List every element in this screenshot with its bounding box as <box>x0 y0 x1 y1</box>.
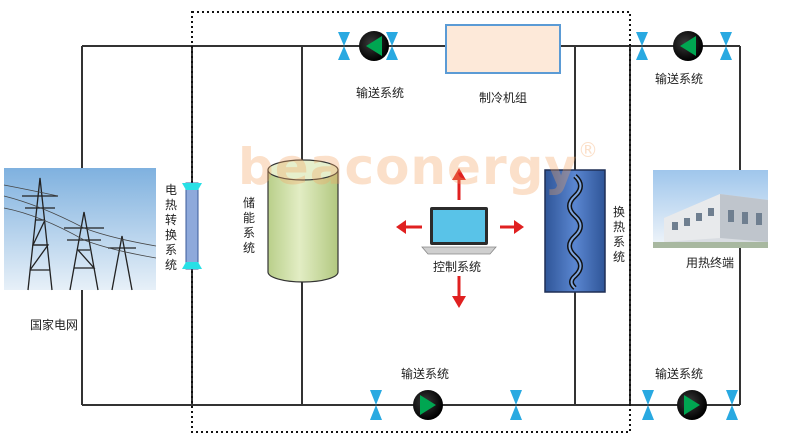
arrow-up <box>452 168 466 200</box>
label-pump-bottom-left: 输送系统 <box>401 367 450 381</box>
user-building-picture <box>653 170 768 248</box>
valve-bottom-1 <box>370 390 382 405</box>
valve-bottom-1b <box>370 405 382 420</box>
valve-top-4 <box>720 32 732 46</box>
watermark-text: beaconergy <box>238 138 578 196</box>
valve-bottom-3b <box>642 405 654 420</box>
label-pump-top-left: 输送系统 <box>356 86 405 100</box>
pump-bottom-right <box>677 390 707 420</box>
valve-top-3 <box>636 32 648 46</box>
label-chiller: 制冷机组 <box>479 91 528 105</box>
converter-unit <box>182 182 202 270</box>
arrow-left <box>396 220 422 234</box>
label-converter: 电热转换系统 <box>164 183 177 272</box>
valve-top-1 <box>338 32 350 46</box>
valves <box>338 32 738 420</box>
control-arrows <box>396 168 524 308</box>
label-pump-bottom-right: 输送系统 <box>655 367 704 381</box>
heat-exchanger <box>544 169 606 293</box>
valve-bottom-2b <box>510 405 522 420</box>
laptop-icon <box>421 207 497 255</box>
arrow-right <box>500 220 524 234</box>
valve-top-4b <box>720 46 732 60</box>
valve-top-3b <box>636 46 648 60</box>
label-storage: 储能系统 <box>242 196 255 255</box>
valve-bottom-4 <box>726 390 738 405</box>
storage-tank <box>267 159 339 283</box>
valve-top-2 <box>386 32 398 46</box>
label-pump-top-right: 输送系统 <box>655 72 704 86</box>
arrow-down <box>452 276 466 308</box>
valve-bottom-3 <box>642 390 654 405</box>
valve-bottom-2 <box>510 390 522 405</box>
pump-top-right <box>673 31 703 61</box>
pump-top-left <box>359 31 389 61</box>
valve-top-2b <box>386 46 398 60</box>
valve-bottom-4b <box>726 405 738 420</box>
label-control: 控制系统 <box>433 260 482 274</box>
valve-top-1b <box>338 46 350 60</box>
pump-bottom-left <box>413 390 443 420</box>
brand-watermark: beaconergy® <box>238 138 599 196</box>
chiller-unit <box>445 24 561 74</box>
label-exchanger: 换热系统 <box>612 205 625 264</box>
label-user: 用热终端 <box>686 256 735 270</box>
power-grid-picture <box>3 168 157 291</box>
label-grid: 国家电网 <box>30 318 79 332</box>
watermark-mark: ® <box>577 138 599 162</box>
